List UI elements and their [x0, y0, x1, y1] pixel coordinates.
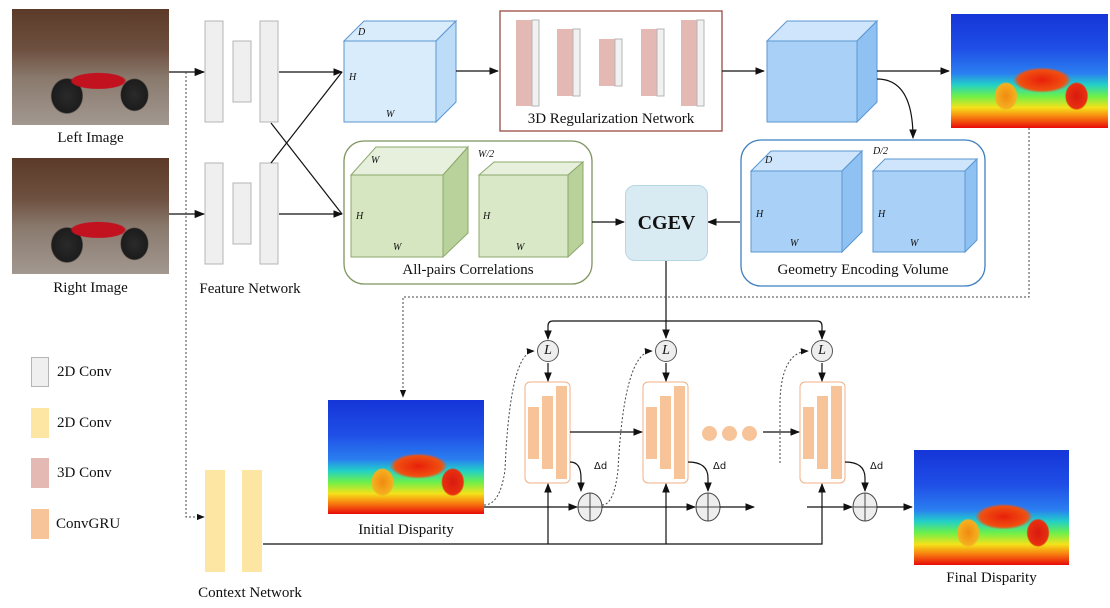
gev-full-dim-h: H — [756, 209, 764, 220]
conv3d-blocks — [516, 19, 705, 107]
cost-volume-dim-w: W — [386, 109, 395, 120]
corr-full-dim-h: H — [356, 211, 364, 222]
legend-swatch-conv2d-gray — [31, 357, 49, 387]
legend-swatch-convgru — [31, 509, 49, 539]
ellipsis-dot-3 — [742, 426, 757, 441]
gev-half-dim-top: D/2 — [873, 146, 888, 157]
corr-half-dim-top: W/2 — [478, 149, 495, 160]
to-lookup3-dotted — [779, 348, 809, 463]
sum-node-1 — [577, 492, 603, 522]
gev-label: Geometry Encoding Volume — [777, 262, 949, 278]
delta2-arrow — [687, 461, 712, 492]
legend-swatch-conv3d — [31, 458, 49, 488]
context-input-dotted — [185, 72, 205, 521]
lookup-node-2: L — [655, 340, 677, 362]
feature-network-left — [204, 20, 279, 123]
delta3-arrow — [844, 461, 869, 492]
corr-full-cube — [349, 145, 470, 259]
ellipsis-dot-2 — [722, 426, 737, 441]
gev-full-dim-top: D — [765, 155, 773, 166]
delta1-arrow — [569, 461, 585, 492]
regularized-volume-cube — [765, 19, 879, 124]
lookup-node-3: L — [811, 340, 833, 362]
legend-label-conv3d: 3D Conv — [57, 465, 112, 481]
delta-label-1: Δd — [594, 461, 608, 472]
convgru-block-2 — [642, 381, 689, 484]
legend-label-conv2d-gray: 2D Conv — [57, 364, 112, 380]
delta-label-3: Δd — [870, 461, 884, 472]
delta-label-2: Δd — [713, 461, 727, 472]
cost-volume-cube — [342, 19, 458, 124]
cross-line-2 — [270, 71, 343, 164]
all-pairs-label: All-pairs Correlations — [402, 262, 534, 278]
left-image — [12, 9, 169, 125]
gev-full-dim-w: W — [790, 238, 799, 249]
sum-node-3 — [852, 492, 878, 522]
initdisp-dotted-path — [399, 128, 1030, 398]
right-image-label: Right Image — [53, 280, 128, 296]
volume-to-gev-arrow — [876, 78, 917, 139]
corr-half-dim-w: W — [516, 242, 525, 253]
cross-line-1 — [270, 122, 343, 215]
corr-half-dim-h: H — [483, 211, 491, 222]
context-network-blocks — [205, 470, 262, 572]
right-image — [12, 158, 169, 274]
ellipsis-dot-1 — [702, 426, 717, 441]
corr-half-cube — [477, 160, 585, 259]
initial-disparity-top — [951, 14, 1108, 128]
gev-half-dim-w: W — [910, 238, 919, 249]
final-disparity-image — [914, 450, 1069, 565]
regularization-label: 3D Regularization Network — [527, 111, 695, 127]
corr-full-dim-top: W — [371, 155, 380, 166]
legend-label-conv2d-yellow: 2D Conv — [57, 415, 112, 431]
cost-volume-dim-d: D — [358, 27, 366, 38]
context-network-label: Context Network — [198, 585, 302, 601]
feature-network-right — [204, 162, 279, 265]
gev-half-cube — [871, 157, 979, 254]
left-image-label: Left Image — [57, 130, 124, 146]
legend-swatch-conv2d-yellow — [31, 408, 49, 438]
initial-disparity-image — [328, 400, 484, 514]
cost-volume-dim-h: H — [349, 72, 357, 83]
sum-node-2 — [695, 492, 721, 522]
sum1-to-lookup2-dotted — [601, 348, 653, 506]
initial-disparity-label: Initial Disparity — [358, 522, 454, 538]
gev-half-dim-h: H — [878, 209, 886, 220]
cgev-block: CGEV — [625, 185, 708, 261]
final-disparity-label: Final Disparity — [946, 570, 1037, 586]
legend-label-convgru: ConvGRU — [56, 516, 121, 532]
feature-network-label: Feature Network — [199, 281, 301, 297]
context-to-gru3-line — [263, 483, 826, 545]
corr-full-dim-w: W — [393, 242, 402, 253]
gev-full-cube — [749, 149, 864, 254]
convgru-block-1 — [524, 381, 571, 484]
lookup-node-1: L — [537, 340, 559, 362]
disp-to-lookup1-dotted — [483, 348, 535, 506]
convgru-block-3 — [799, 381, 846, 484]
cgev-broadcast-line — [547, 320, 823, 338]
